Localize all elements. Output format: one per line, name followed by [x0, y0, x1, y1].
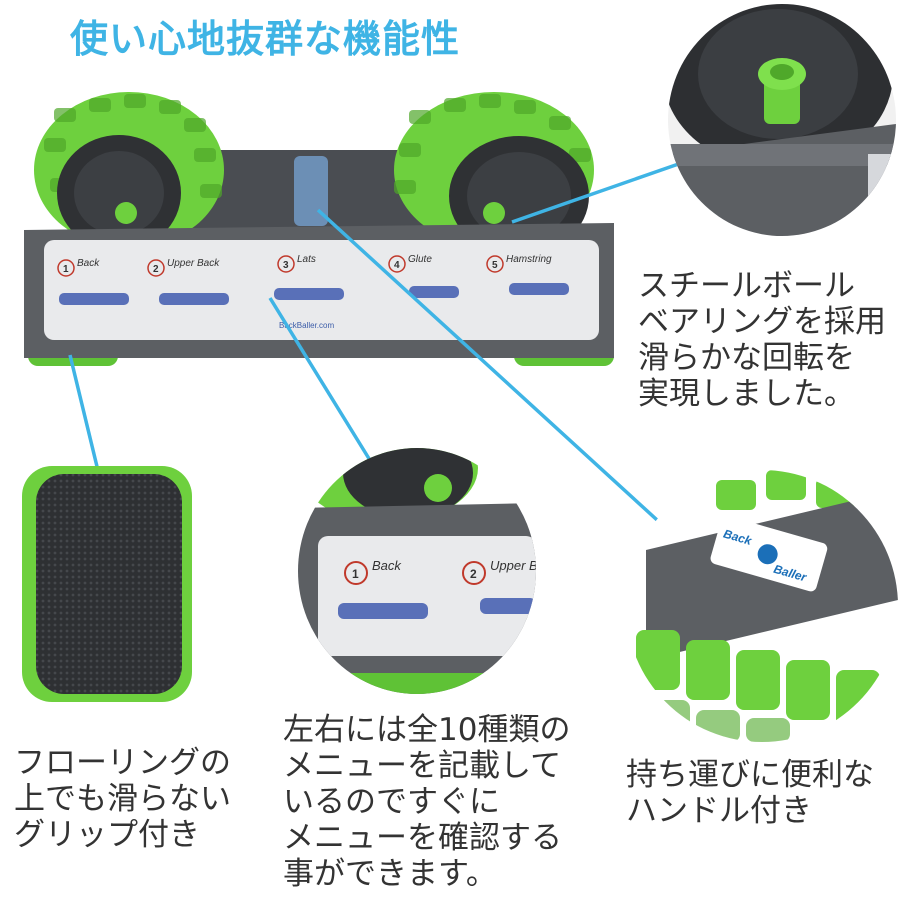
menu-detail-image: 1 Back 2 Upper B: [298, 448, 536, 694]
svg-text:Glute: Glute: [408, 254, 432, 265]
caption-grip: フローリングの 上でも滑らない グリップ付き: [14, 745, 231, 853]
svg-text:5: 5: [492, 260, 498, 271]
handle-detail-image: Back Baller: [626, 470, 898, 742]
caption-menu: 左右には全10種類の メニューを記載して いるのですぐに メニューを確認する 事…: [283, 712, 571, 892]
brand-logo: Back Baller: [710, 515, 828, 592]
exercise-entry-4: 4 Glute: [388, 254, 459, 298]
svg-text:Back: Back: [77, 258, 100, 269]
grip-pad-icon: [36, 474, 182, 694]
svg-text:Hamstring: Hamstring: [506, 254, 552, 265]
product-image: 1 Back 2 Upper Back 3 Lats 4 Glute 5 Ham…: [24, 92, 614, 366]
svg-text:2: 2: [470, 567, 477, 581]
caption-handle: 持ち運びに便利な ハンドル付き: [626, 757, 874, 829]
page-title: 使い心地抜群な機能性: [70, 17, 461, 61]
product-url: BackBaller.com: [279, 321, 334, 330]
svg-text:Upper B: Upper B: [490, 558, 536, 573]
svg-text:Lats: Lats: [297, 254, 316, 265]
exercise-entry-1: 1 Back: [57, 258, 129, 305]
exercise-entry-5: 5 Hamstring: [486, 254, 569, 295]
bearing-detail-image: [668, 4, 896, 236]
svg-text:4: 4: [394, 260, 400, 271]
zoom-exercise-entry-1: 1 Back: [338, 558, 428, 619]
zoom-exercise-entry-2: 2 Upper B: [462, 558, 536, 614]
bearing-axle-icon: [758, 58, 806, 124]
caption-steel-bearing: スチールボール ベアリングを採用 滑らかな回転を 実現しました。: [638, 268, 886, 412]
svg-text:2: 2: [153, 264, 159, 275]
grip-detail-image: [22, 466, 192, 702]
svg-text:Upper Back: Upper Back: [167, 258, 220, 269]
exercise-entry-3: 3 Lats: [274, 254, 344, 300]
svg-text:Back: Back: [372, 558, 402, 573]
exercise-entry-2: 2 Upper Back: [147, 258, 229, 305]
svg-text:1: 1: [352, 567, 359, 581]
left-roller-icon: [34, 92, 224, 251]
svg-text:3: 3: [283, 260, 289, 271]
handle-post: [294, 156, 328, 226]
svg-text:1: 1: [63, 264, 69, 275]
